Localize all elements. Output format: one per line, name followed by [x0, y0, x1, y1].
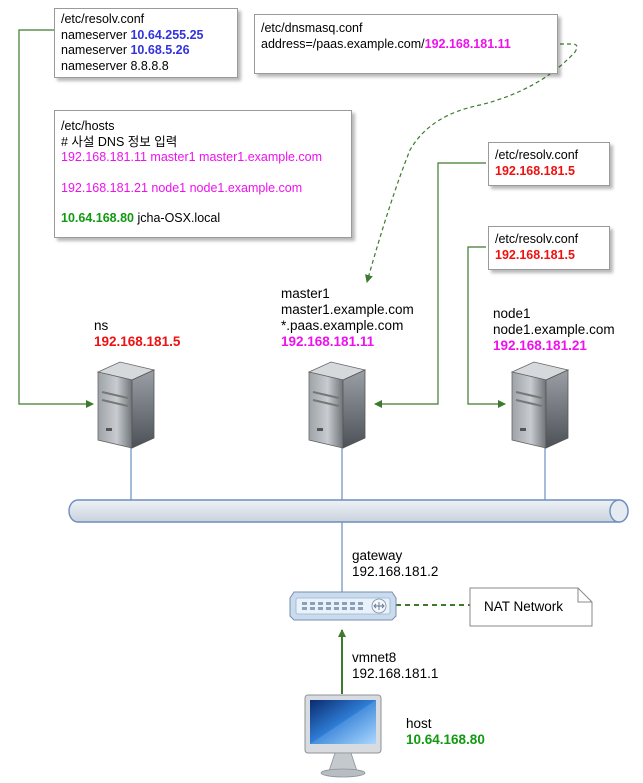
nameserver-line: nameserver 8.8.8.8 [61, 58, 169, 73]
server-wildcard-domain: *.paas.example.com [281, 318, 404, 333]
note-title: /etc/resolv.conf [495, 232, 579, 246]
note-title: /etc/dnsmasq.conf [261, 21, 363, 35]
vmnet-ip: 192.168.181.1 [352, 666, 439, 681]
note-title: /etc/resolv.conf [495, 148, 579, 162]
vmnet-name: vmnet8 [352, 650, 397, 665]
ns-server-label: ns 192.168.181.5 [94, 318, 180, 350]
note-title: /etc/resolv.conf [61, 12, 145, 26]
desktop-monitor-icon [304, 694, 382, 778]
address-ip: 192.168.181.11 [424, 36, 511, 51]
network-bus [68, 499, 629, 523]
nameserver-ip: 10.68.5.26 [130, 43, 190, 57]
server-ip: 192.168.181.5 [94, 334, 181, 349]
connector-node-resolv [467, 246, 506, 408]
server-name: ns [94, 318, 109, 333]
server-icon [96, 361, 156, 449]
gateway-ip: 192.168.181.2 [352, 564, 439, 579]
server-ip: 192.168.181.11 [281, 334, 375, 349]
host-name: host [406, 716, 432, 731]
server-name: node1 [493, 306, 531, 321]
connector-ns-resolv [18, 29, 94, 408]
node-resolv-conf-note: /etc/resolv.conf 192.168.181.5 [488, 226, 610, 270]
hosts-entry-host-name: jcha-OSX.local [134, 211, 221, 225]
server-icon [510, 361, 570, 449]
hosts-file-note: /etc/hosts # 사설 DNS 정보 입력 192.168.181.11… [54, 110, 352, 238]
vmnet-label: vmnet8 192.168.181.1 [352, 650, 438, 682]
nameserver-ip: 192.168.181.5 [495, 247, 575, 262]
host-ip: 10.64.168.80 [406, 732, 485, 747]
address-rule: address=/paas.example.com/ [261, 36, 425, 51]
nat-network-label: NAT Network [484, 599, 564, 614]
note-icon [469, 587, 593, 627]
nameserver-ip: 10.64.255.25 [130, 27, 204, 42]
connector-dnsmasq [365, 43, 578, 283]
server-icon [307, 361, 367, 449]
server-fqdn: master1.example.com [281, 302, 414, 317]
server-name: master1 [281, 286, 330, 301]
ns-resolv-conf-note: /etc/resolv.conf nameserver 10.64.255.25… [54, 8, 238, 78]
hosts-entry-node: 192.168.181.21 node1 node1.example.com [61, 180, 303, 195]
server-ip: 192.168.181.21 [493, 338, 587, 353]
hosts-comment: # 사설 DNS 정보 입력 [61, 134, 178, 149]
connector-master-resolv [374, 162, 486, 408]
node-server-label: node1 node1.example.com 192.168.181.21 [493, 306, 615, 354]
nameserver-label: nameserver [61, 43, 131, 57]
hosts-entry-master: 192.168.181.11 master1 master1.example.c… [61, 150, 323, 164]
switch-icon [289, 591, 397, 621]
gateway-name: gateway [352, 548, 403, 563]
master-resolv-conf-note: /etc/resolv.conf 192.168.181.5 [488, 142, 610, 186]
nameserver-label: nameserver [61, 27, 131, 42]
dnsmasq-conf-note: /etc/dnsmasq.conf address=/paas.example.… [254, 14, 558, 74]
master-server-label: master1 master1.example.com *.paas.examp… [281, 286, 414, 350]
note-title: /etc/hosts [61, 119, 115, 133]
host-label: host 10.64.168.80 [406, 716, 485, 748]
gateway-label: gateway 192.168.181.2 [352, 548, 438, 580]
server-fqdn: node1.example.com [493, 322, 615, 337]
hosts-entry-host-ip: 10.64.168.80 [61, 211, 134, 225]
nameserver-ip: 192.168.181.5 [495, 163, 575, 178]
